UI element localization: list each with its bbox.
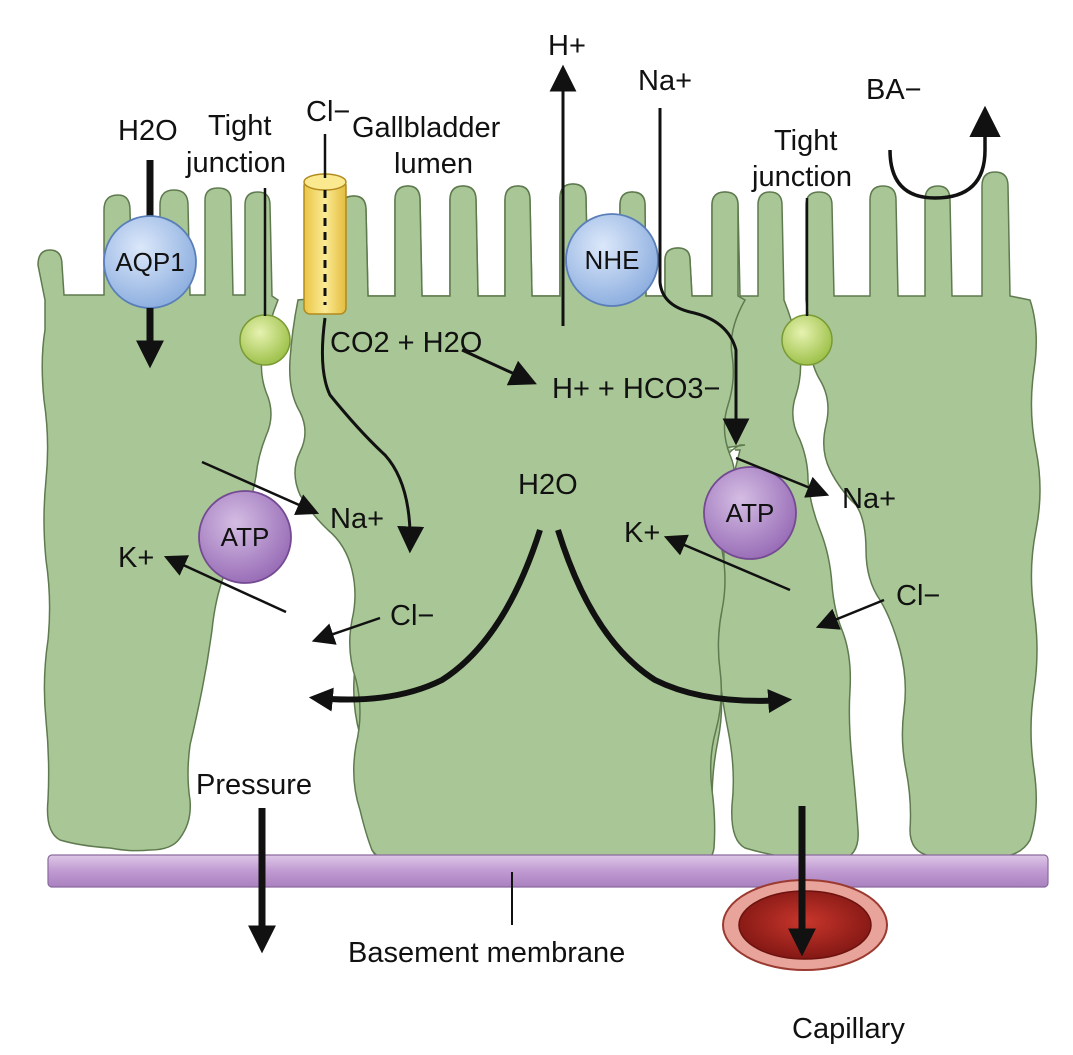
nhe-label: NHE [585,245,640,275]
water-flow-right-arrow [555,529,793,714]
carbonic-reaction-arrow [461,348,537,386]
capillary-label: Capillary [792,1013,905,1045]
atp-pump-right [703,466,797,560]
na-plus-left-label: Na+ [330,503,384,535]
na-plus-right-label: Na+ [842,483,896,515]
tight-junction-left-label-2: junction [185,147,286,179]
na-plus-top-label: Na+ [638,65,692,97]
basement-membrane-label: Basement membrane [348,937,625,969]
cl-left-label: Cl− [390,600,434,632]
h-plus-top-label: H+ [548,30,586,62]
cl-left-arrow [311,616,381,645]
right-epithelial-cell [805,171,1041,860]
h2o-center-label: H2O [518,469,578,501]
tight-junction-right-label-1: Tight [774,125,837,157]
pressure-label: Pressure [196,769,312,801]
na-plus-left-arrow [201,460,320,516]
tight-junction-right-sphere [781,314,833,366]
basement-membrane-band [47,854,1049,888]
tight-junction-right-label-2: junction [751,161,852,193]
gallbladder-lumen-label-2: lumen [394,148,473,180]
h2o-top-text: H2O [118,115,178,147]
k-plus-right-arrow [663,534,791,592]
cl-right-arrow [815,598,885,630]
gallbladder-lumen-label-1: Gallbladder [352,112,501,144]
h-hco3-label: H+ + HCO3− [552,373,720,405]
k-plus-left-arrow [163,555,287,614]
atp-pump-left [198,490,292,584]
cl-top-label: Cl− [306,96,350,128]
aqp1-transporter: AQP1 [103,160,197,369]
k-plus-right-label: K+ [624,517,660,549]
bile-acid-arrow [888,105,1001,200]
na-plus-influx-arrow [658,108,750,446]
atp-right-label: ATP [726,498,775,528]
na-plus-right-arrow [735,456,830,498]
nhe-transporter: NHE [565,213,659,307]
k-plus-left-label: K+ [118,542,154,574]
cl-right-label: Cl− [896,580,940,612]
tight-junction-left-label-1: Tight [208,110,271,142]
aqp1-label: AQP1 [115,247,184,277]
chloride-channel [303,173,347,315]
atp-left-label: ATP [221,522,270,552]
co2-h2o-label: CO2 + H2O [330,327,482,359]
water-flow-left-arrow [308,529,543,712]
h2o-top-label: H2O [118,115,178,147]
chloride-efflux-curve [320,317,425,554]
ba-minus-label: BA− [866,74,922,106]
tight-junction-left-sphere [239,314,291,366]
